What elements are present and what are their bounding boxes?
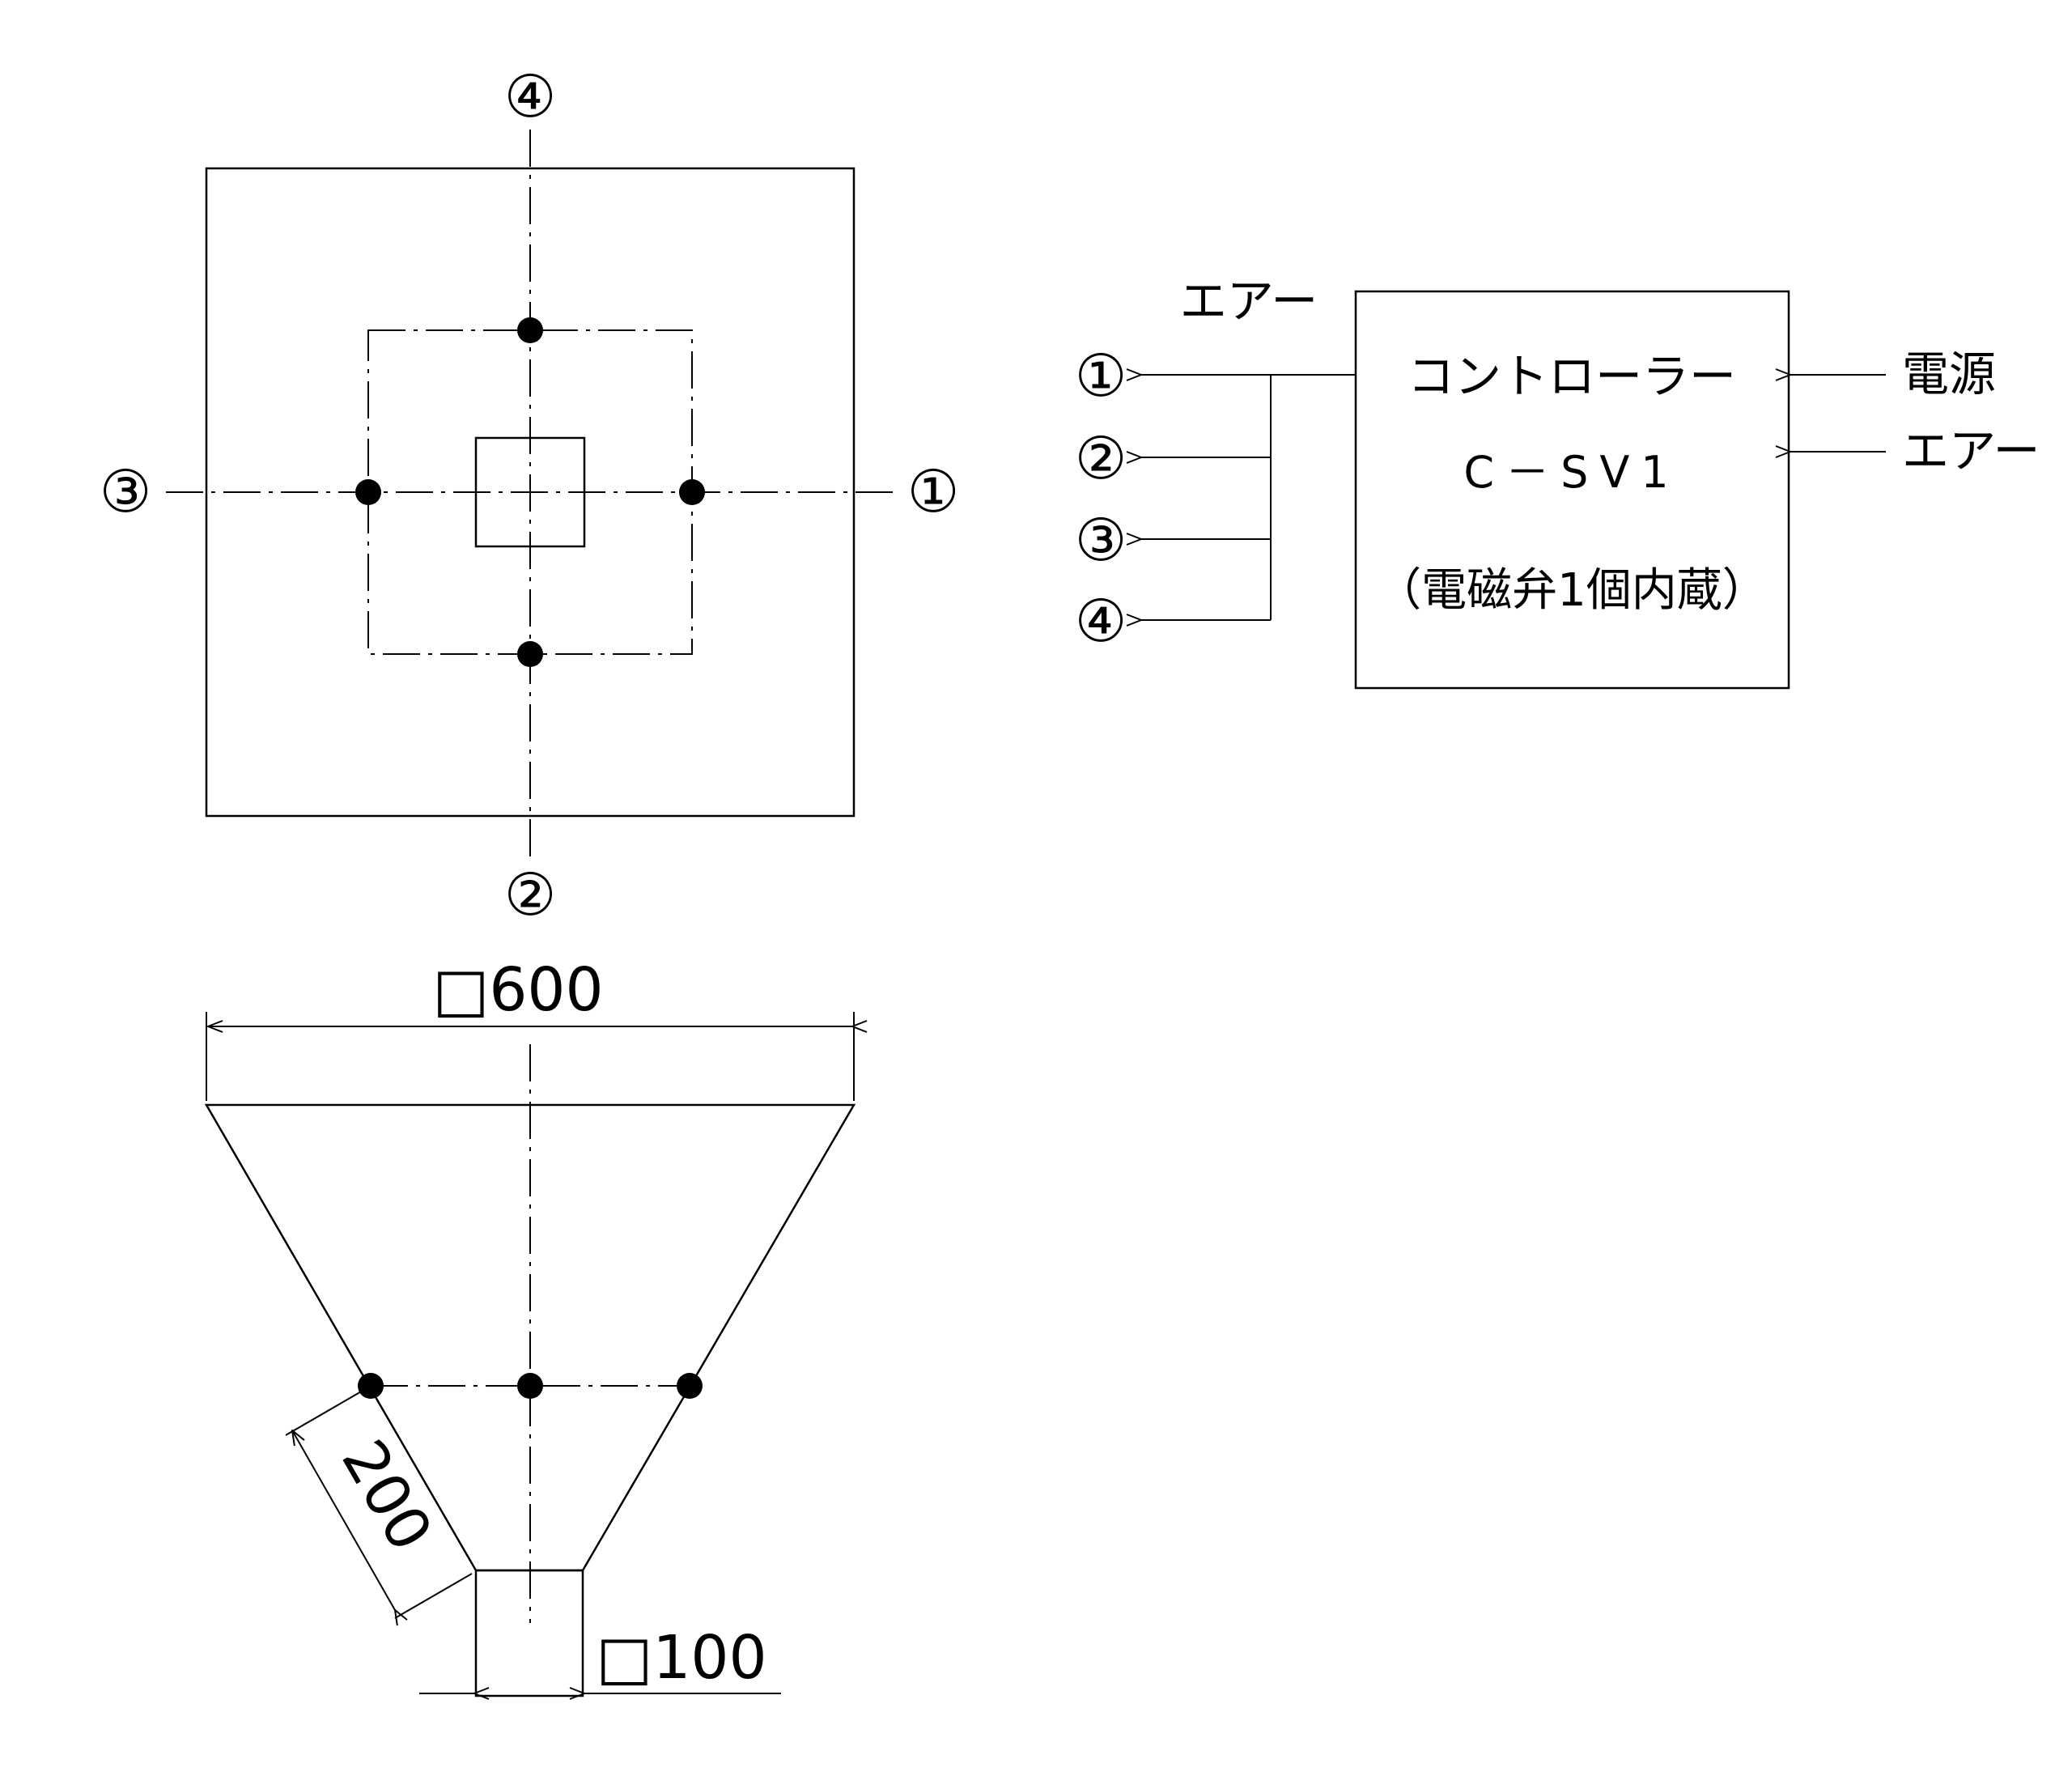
plan-view: ④ ② ③ ① bbox=[100, 62, 960, 928]
port-label-top: ④ bbox=[504, 62, 557, 130]
controller-name: コントローラー bbox=[1408, 349, 1736, 404]
controller-note: （電磁弁1個内蔵） bbox=[1376, 564, 1768, 617]
section-view: □600 200 □100 bbox=[204, 955, 854, 1696]
nozzle-point-right bbox=[679, 479, 705, 505]
hopper-outline-top bbox=[205, 167, 856, 818]
dimension-line-200 bbox=[292, 1430, 395, 1610]
dimension-200-label: 200 bbox=[328, 1429, 445, 1562]
port-label-left: ③ bbox=[100, 457, 152, 525]
nozzle-point-bottom bbox=[517, 641, 543, 667]
power-in-label: 電源 bbox=[1902, 346, 1996, 402]
controller-diagram: コントローラー C－SV1 （電磁弁1個内蔵） エアー ① ② ③ ④ 電源 エ… bbox=[1075, 274, 2040, 690]
controller-box bbox=[1354, 290, 1790, 690]
air-out-label: エアー bbox=[1180, 274, 1318, 329]
section-nozzle-right bbox=[677, 1373, 703, 1399]
nozzle-point-left bbox=[355, 479, 381, 505]
port-label-right: ① bbox=[907, 457, 960, 525]
dimension-100-label: □100 bbox=[596, 1623, 766, 1693]
dim-200-ext-bottom bbox=[394, 1573, 473, 1619]
output-label-3: ③ bbox=[1075, 506, 1127, 574]
output-label-4: ④ bbox=[1075, 587, 1127, 655]
port-label-bottom: ② bbox=[504, 860, 557, 928]
section-nozzle-left bbox=[358, 1373, 384, 1399]
dimension-600-label: □600 bbox=[432, 955, 603, 1025]
nozzle-point-top bbox=[517, 317, 543, 343]
section-nozzle-center bbox=[517, 1373, 543, 1399]
output-label-2: ② bbox=[1075, 424, 1127, 492]
air-in-label: エアー bbox=[1902, 423, 2040, 478]
output-label-1: ① bbox=[1075, 342, 1127, 410]
controller-model: C－SV1 bbox=[1463, 447, 1679, 498]
dim-200-ext-top bbox=[285, 1390, 363, 1436]
